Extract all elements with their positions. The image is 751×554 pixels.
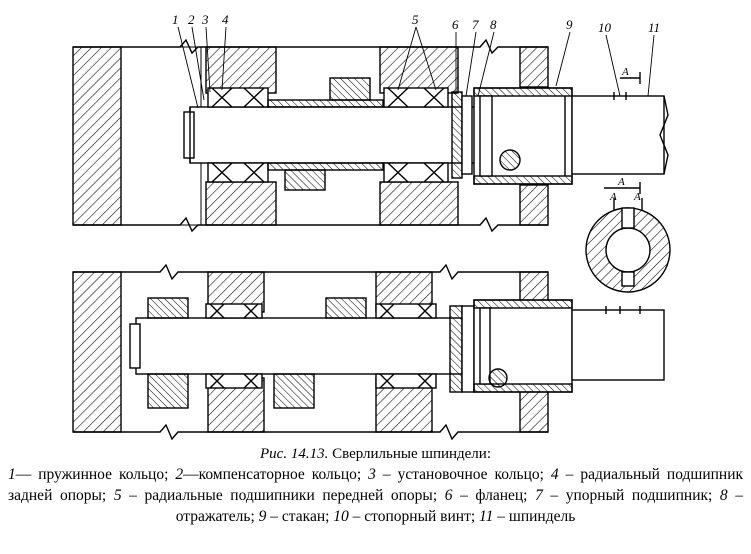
- section-aa: [585, 198, 671, 293]
- label-4: 4: [222, 12, 229, 27]
- legend-item-4: 4 – радиальный подшипник задней опоры;: [8, 466, 744, 504]
- front-support-bottom: [379, 181, 459, 226]
- rear-bearing-bottom: [207, 162, 269, 183]
- bottom-spindle-output: [571, 309, 665, 381]
- rear-bearing-top: [207, 87, 269, 108]
- rear-support-bottom: [205, 181, 277, 226]
- housing-left-block-bottom: [72, 271, 122, 433]
- label-7: 7: [472, 17, 479, 32]
- legend-item-2: 2—компенсаторное кольцо;: [175, 466, 369, 483]
- caption-title: Рис. 14.13. Сверлильные шпиндели:: [0, 444, 751, 464]
- top-spindle-output: [571, 95, 665, 175]
- caption-fig-number: Рис. 14.13.: [260, 446, 329, 462]
- gear-bottom: [284, 169, 326, 191]
- caption-legend: 1— пружинное кольцо; 2—компенсаторное ко…: [0, 464, 751, 527]
- section-mark-under-a: А: [609, 191, 617, 203]
- top-assembly: [72, 38, 669, 233]
- front-bearing-bottom: [383, 162, 449, 183]
- top-shaft: [189, 106, 476, 164]
- legend-item-8: 8 – отражатель;: [175, 487, 744, 525]
- spindle-drawing: 1 2 3 4 5 6 7 8 9 10 11 А А А А: [72, 12, 671, 440]
- caption-title-text: Сверлильные шпиндели:: [328, 446, 491, 462]
- bottom-shaft: [135, 317, 477, 375]
- housing-left-block: [72, 46, 122, 226]
- section-mark-right: А: [617, 176, 625, 188]
- label-2: 2: [188, 12, 195, 27]
- label-8: 8: [490, 17, 497, 32]
- front-bearing-top: [383, 87, 449, 108]
- section-mark-top: А: [621, 66, 629, 78]
- front-support-top: [379, 46, 459, 94]
- label-10: 10: [598, 20, 612, 35]
- legend-item-9: 9 – стакан;: [258, 508, 334, 525]
- legend-item-10: 10 – стопорный винт;: [333, 508, 480, 525]
- label-1: 1: [172, 12, 179, 27]
- gear-top: [329, 77, 371, 101]
- label-11: 11: [648, 20, 660, 35]
- section-mark-under-b: А: [633, 191, 641, 203]
- leader-lines: [177, 26, 655, 109]
- legend-item-1: 1— пружинное кольцо;: [8, 466, 176, 483]
- rear-support-top: [205, 46, 277, 94]
- label-5: 5: [412, 12, 419, 27]
- legend-item-11: 11 – шпиндель: [479, 508, 576, 525]
- part-labels: 1 2 3 4 5 6 7 8 9 10 11 А А А А: [172, 12, 660, 203]
- legend-item-6: 6 – фланец;: [444, 487, 536, 504]
- legend-item-7: 7 – упорный подшипник;: [535, 487, 720, 504]
- legend-item-5: 5 – радиальные подшипники передней опоры…: [113, 487, 445, 504]
- label-3: 3: [201, 12, 209, 27]
- label-6: 6: [452, 17, 459, 32]
- legend-item-3: 3 – установочное кольцо;: [368, 466, 551, 483]
- figure-caption: Рис. 14.13. Сверлильные шпиндели: 1— пру…: [0, 444, 751, 527]
- label-9: 9: [566, 17, 573, 32]
- bottom-assembly: [72, 263, 665, 440]
